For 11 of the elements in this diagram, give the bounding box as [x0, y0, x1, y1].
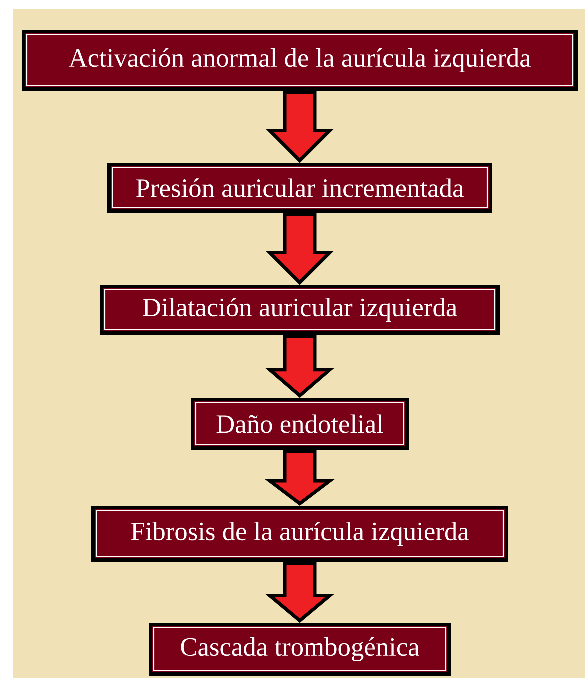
arrow — [264, 449, 336, 506]
arrow — [265, 334, 335, 398]
process-box: Fibrosis de la aurícula izquierda — [92, 506, 508, 562]
process-box: Presión auricular incrementada — [108, 163, 492, 213]
process-box: Dilatación auricular izquierda — [100, 285, 500, 335]
process-box: Daño endotelial — [191, 398, 409, 450]
arrow — [266, 212, 334, 286]
process-box: Activación anormal de la aurícula izquierda — [22, 30, 578, 91]
process-box: Cascada trombogénica — [149, 623, 451, 676]
arrow — [266, 90, 334, 164]
arrow — [265, 561, 335, 624]
